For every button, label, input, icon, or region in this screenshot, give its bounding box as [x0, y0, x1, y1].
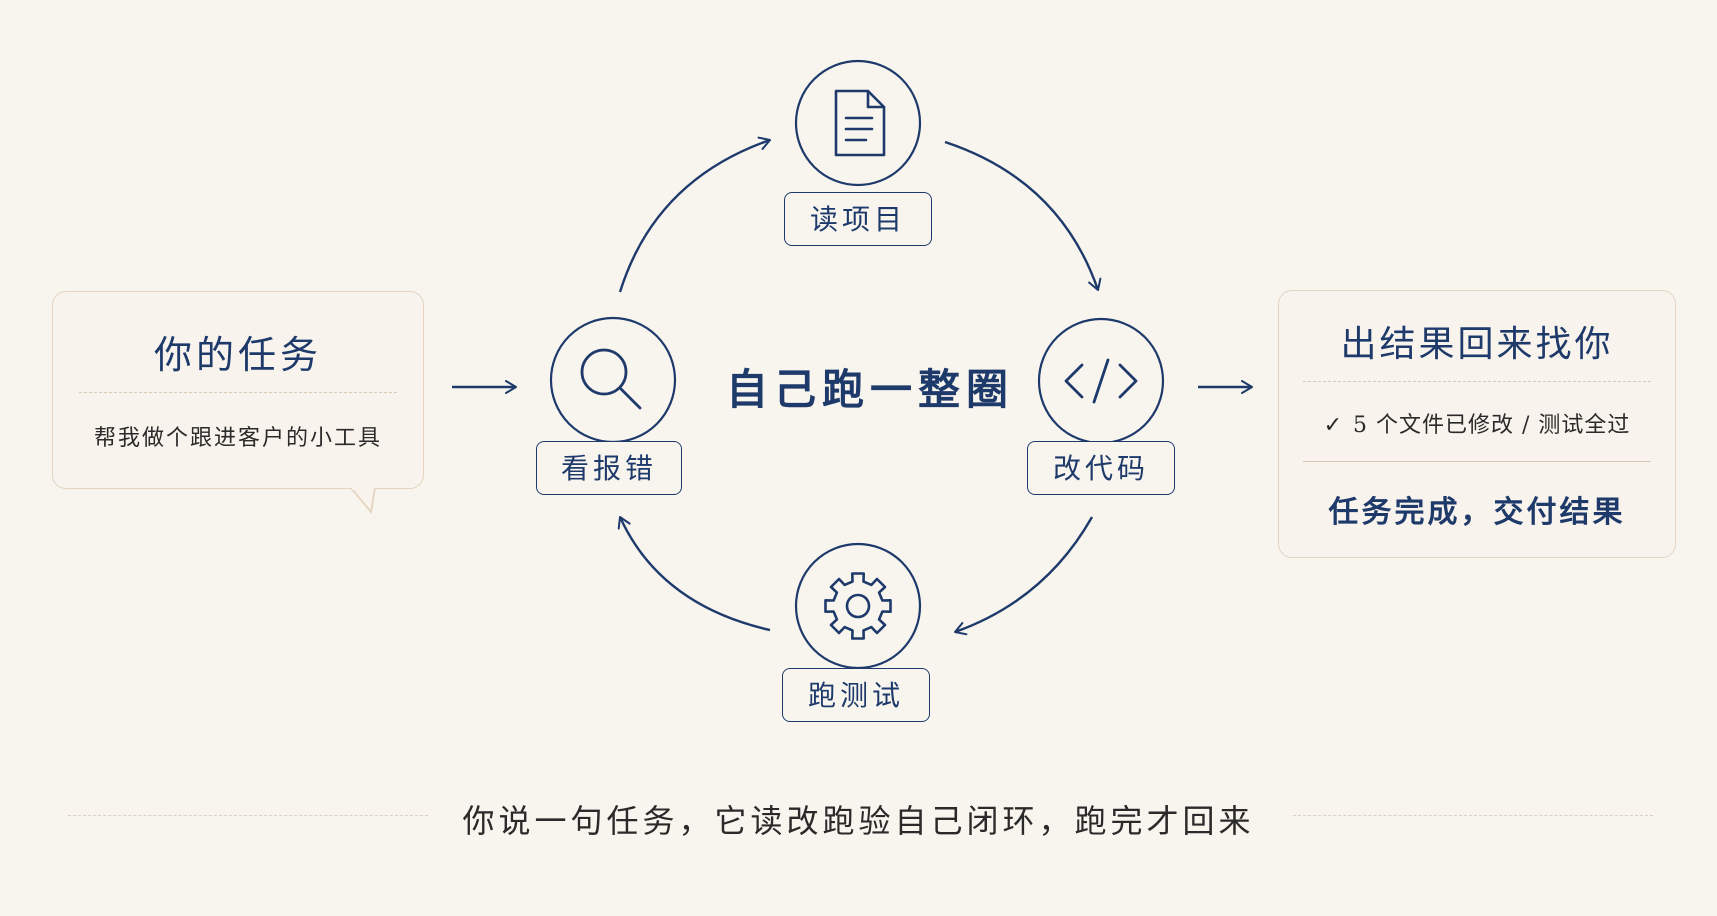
- arrow-code-to-test: [954, 516, 1094, 636]
- task-card: 你的任务 帮我做个跟进客户的小工具: [52, 291, 424, 514]
- node-check-errors: [549, 316, 677, 444]
- result-divider-dashed: [1303, 381, 1651, 382]
- result-card: 出结果回来找你 ✓ 5 个文件已修改 / 测试全过 任务完成，交付结果: [1278, 290, 1676, 558]
- result-title: 出结果回来找你: [1340, 324, 1614, 365]
- node-read-project: [794, 59, 922, 187]
- result-divider-solid: [1303, 461, 1651, 462]
- label-read-project: 读项目: [784, 192, 932, 246]
- arrow-errors-to-read: [618, 136, 771, 293]
- arrow-read-to-code: [944, 140, 1102, 291]
- node-change-code: [1037, 317, 1165, 445]
- task-description: 帮我做个跟进客户的小工具: [93, 426, 382, 451]
- caption-line-right: [1293, 815, 1653, 816]
- result-done: 任务完成，交付结果: [1328, 495, 1626, 530]
- gear-icon: [824, 572, 892, 640]
- task-title: 你的任务: [153, 333, 322, 377]
- arrow-test-to-errors: [617, 516, 771, 632]
- magnifier-icon: [580, 348, 642, 410]
- label-check-errors: 看报错: [536, 441, 682, 495]
- loop-title: 自己跑一整圈: [725, 365, 1014, 414]
- caption: 你说一句任务，它读改跑验自己闭环，跑完才回来: [462, 802, 1255, 840]
- result-status-row: ✓ 5 个文件已修改 / 测试全过: [1279, 407, 1675, 439]
- check-icon: ✓: [1323, 413, 1344, 438]
- label-run-tests: 跑测试: [782, 668, 930, 722]
- caption-line-left: [68, 815, 428, 816]
- node-run-tests: [794, 542, 922, 670]
- code-icon: [1064, 358, 1138, 404]
- label-change-code: 改代码: [1027, 441, 1175, 495]
- result-status: 5 个文件已修改 / 测试全过: [1353, 413, 1631, 438]
- document-icon: [834, 89, 886, 157]
- task-divider: [79, 392, 397, 393]
